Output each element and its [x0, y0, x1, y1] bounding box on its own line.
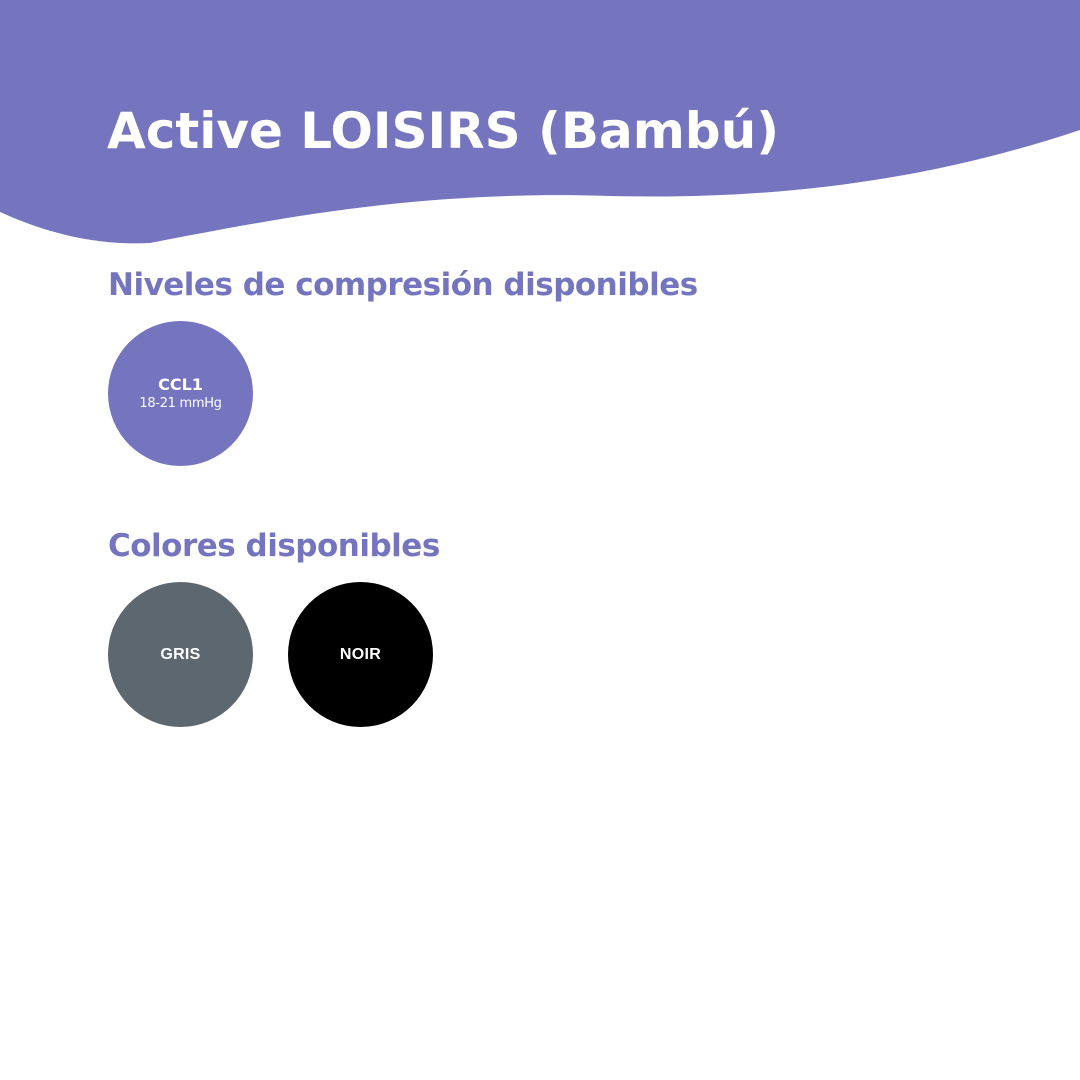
- available-colors-heading: Colores disponibles: [108, 528, 440, 564]
- compression-level-badge-ccl1: CCL1 18-21 mmHg: [108, 321, 253, 466]
- compression-levels-heading: Niveles de compresión disponibles: [108, 267, 698, 303]
- compression-level-range: 18-21 mmHg: [139, 395, 222, 411]
- color-swatch-noir: NOIR: [288, 582, 433, 727]
- color-swatch-label: NOIR: [339, 645, 382, 663]
- header-wave-shape: [0, 0, 1080, 244]
- header-wave-banner: [0, 0, 1080, 244]
- color-swatch-gris: GRIS: [108, 582, 253, 727]
- product-title: Active LOISIRS (Bambú): [107, 102, 780, 160]
- compression-level-name: CCL1: [158, 374, 203, 394]
- color-swatch-label: GRIS: [160, 645, 201, 663]
